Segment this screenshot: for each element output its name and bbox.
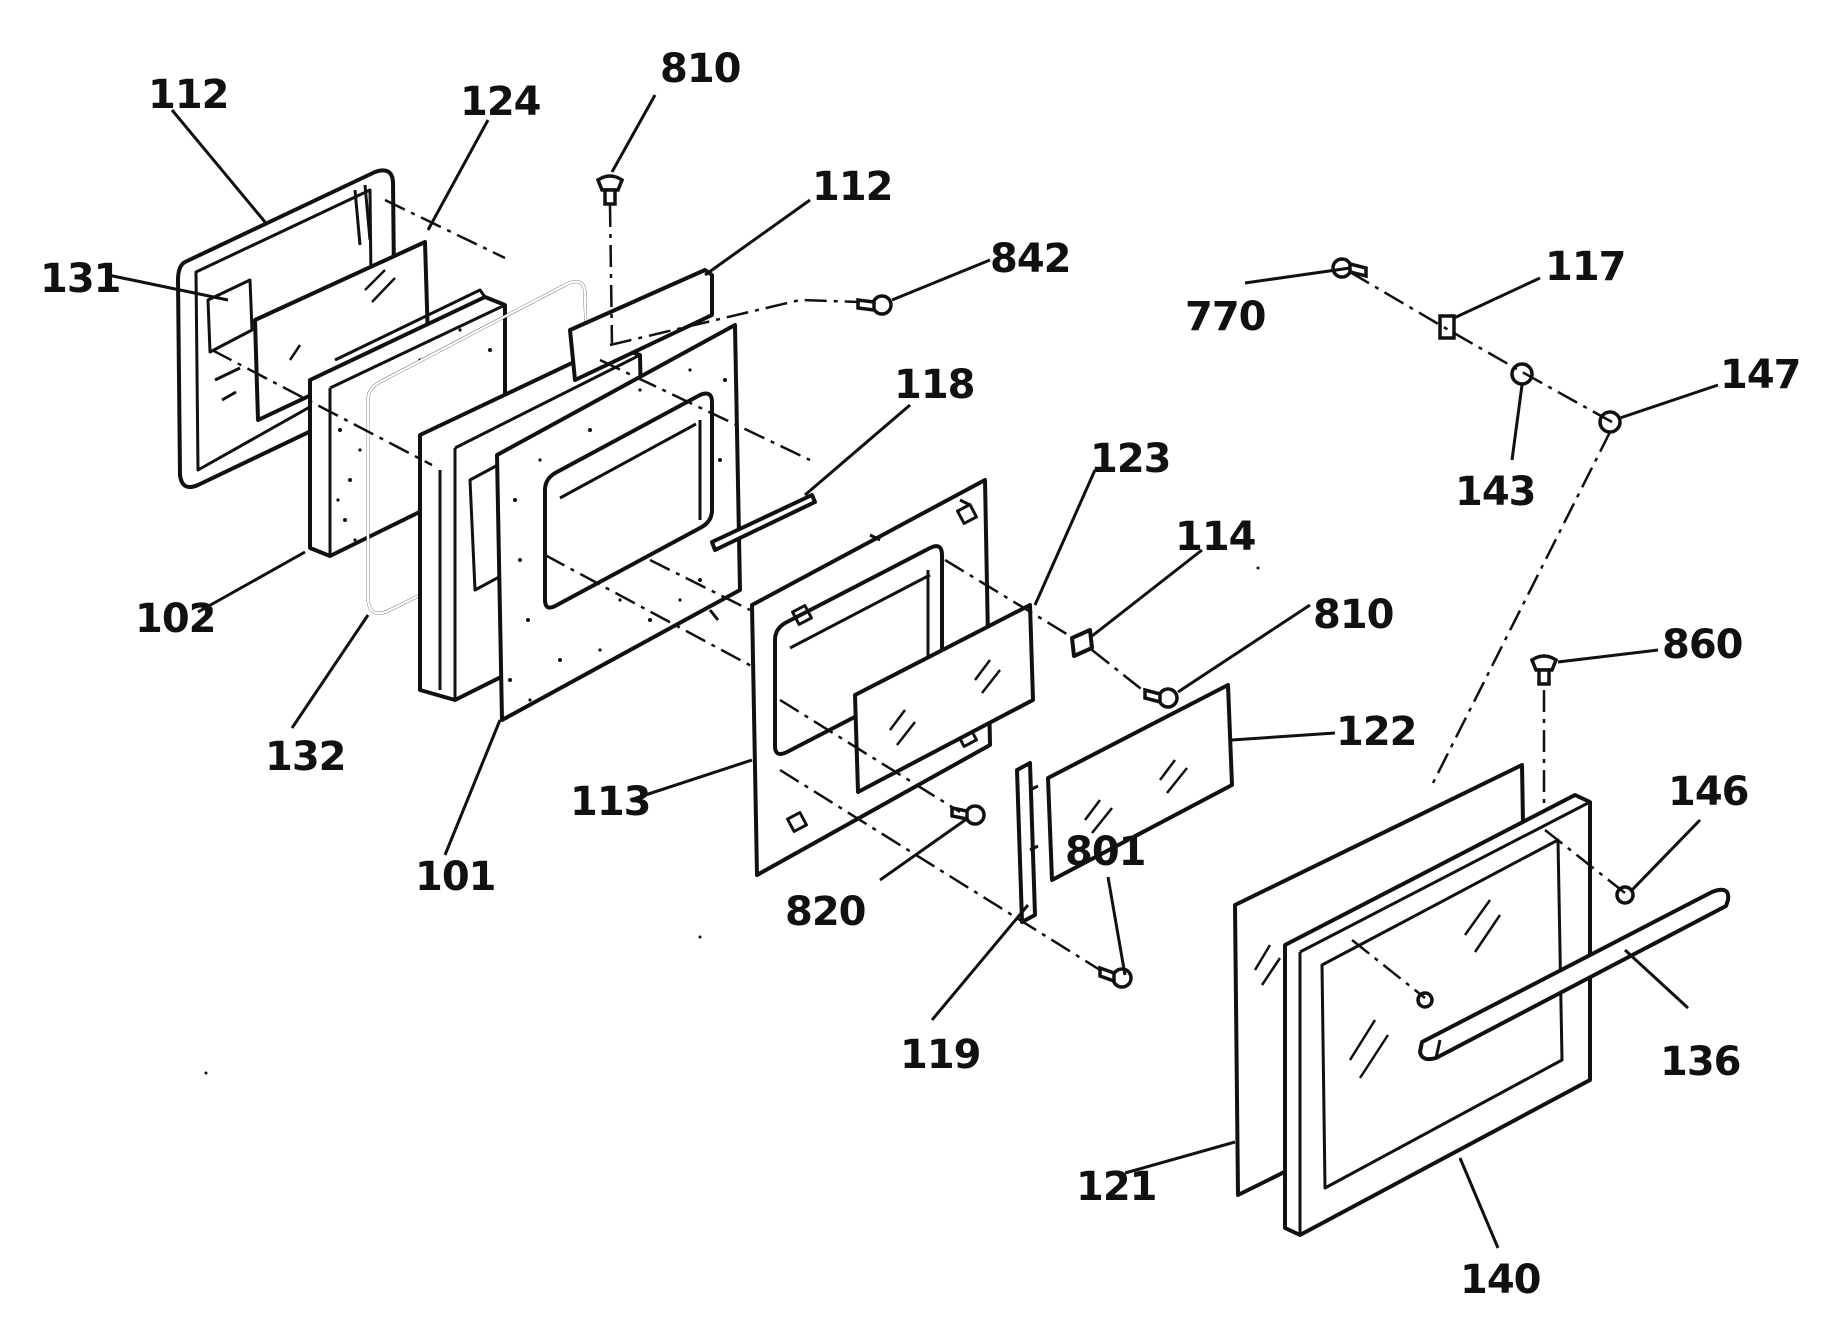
leader-lines xyxy=(107,94,1719,1249)
part-112-middle-frame xyxy=(568,268,714,382)
screw-801-icon xyxy=(1098,965,1133,989)
callout-143: 143 xyxy=(1455,469,1536,515)
screw-810-top-icon xyxy=(595,174,625,206)
callout-114: 114 xyxy=(1175,514,1256,560)
callout-121: 121 xyxy=(1076,1164,1157,1210)
part-140-trim-frame xyxy=(1283,793,1592,1237)
callout-117: 117 xyxy=(1545,244,1626,290)
part-123-glass xyxy=(853,603,1035,794)
stray-dot xyxy=(204,1071,208,1075)
callout-842: 842 xyxy=(990,236,1071,282)
callout-122: 122 xyxy=(1336,709,1417,755)
part-101-main-panel xyxy=(495,323,742,722)
callout-810-top: 810 xyxy=(660,46,741,92)
part-122-glass xyxy=(1046,683,1234,882)
callout-101: 101 xyxy=(415,854,496,900)
callout-820: 820 xyxy=(785,889,866,935)
part-114-clip xyxy=(1070,628,1094,658)
screw-860-icon xyxy=(1529,654,1559,686)
callout-146: 146 xyxy=(1668,769,1749,815)
callout-102: 102 xyxy=(135,596,216,642)
nut-143-icon xyxy=(1510,362,1534,386)
callout-118: 118 xyxy=(894,362,975,408)
callout-123: 123 xyxy=(1090,436,1171,482)
callout-113: 113 xyxy=(570,779,651,825)
stray-dot xyxy=(698,935,702,939)
part-118-channel xyxy=(710,493,817,552)
callout-124: 124 xyxy=(460,79,541,125)
clip-117-icon xyxy=(1438,314,1456,340)
callout-112-rear: 112 xyxy=(148,72,229,118)
callout-112-middle: 112 xyxy=(812,164,893,210)
callout-132: 132 xyxy=(265,734,346,780)
callout-140: 140 xyxy=(1460,1257,1541,1303)
part-119-hinge-strip xyxy=(1015,761,1039,924)
callout-136: 136 xyxy=(1660,1039,1741,1085)
callout-131: 131 xyxy=(40,256,121,302)
callout-119: 119 xyxy=(900,1032,981,1078)
callout-labels: 112 124 131 810 112 842 118 102 132 101 … xyxy=(40,46,1802,1303)
assembly-lines xyxy=(211,198,1626,999)
callout-860: 860 xyxy=(1662,622,1743,668)
callout-147: 147 xyxy=(1720,352,1801,398)
screw-842-icon xyxy=(856,294,893,316)
callout-770: 770 xyxy=(1185,294,1266,340)
part-136-handle xyxy=(1418,887,1731,1062)
screw-810-right-icon xyxy=(1143,687,1179,709)
callout-810-right: 810 xyxy=(1313,592,1394,638)
callout-801: 801 xyxy=(1065,829,1146,875)
stray-dot xyxy=(1256,566,1260,570)
hardware xyxy=(595,174,1635,1009)
